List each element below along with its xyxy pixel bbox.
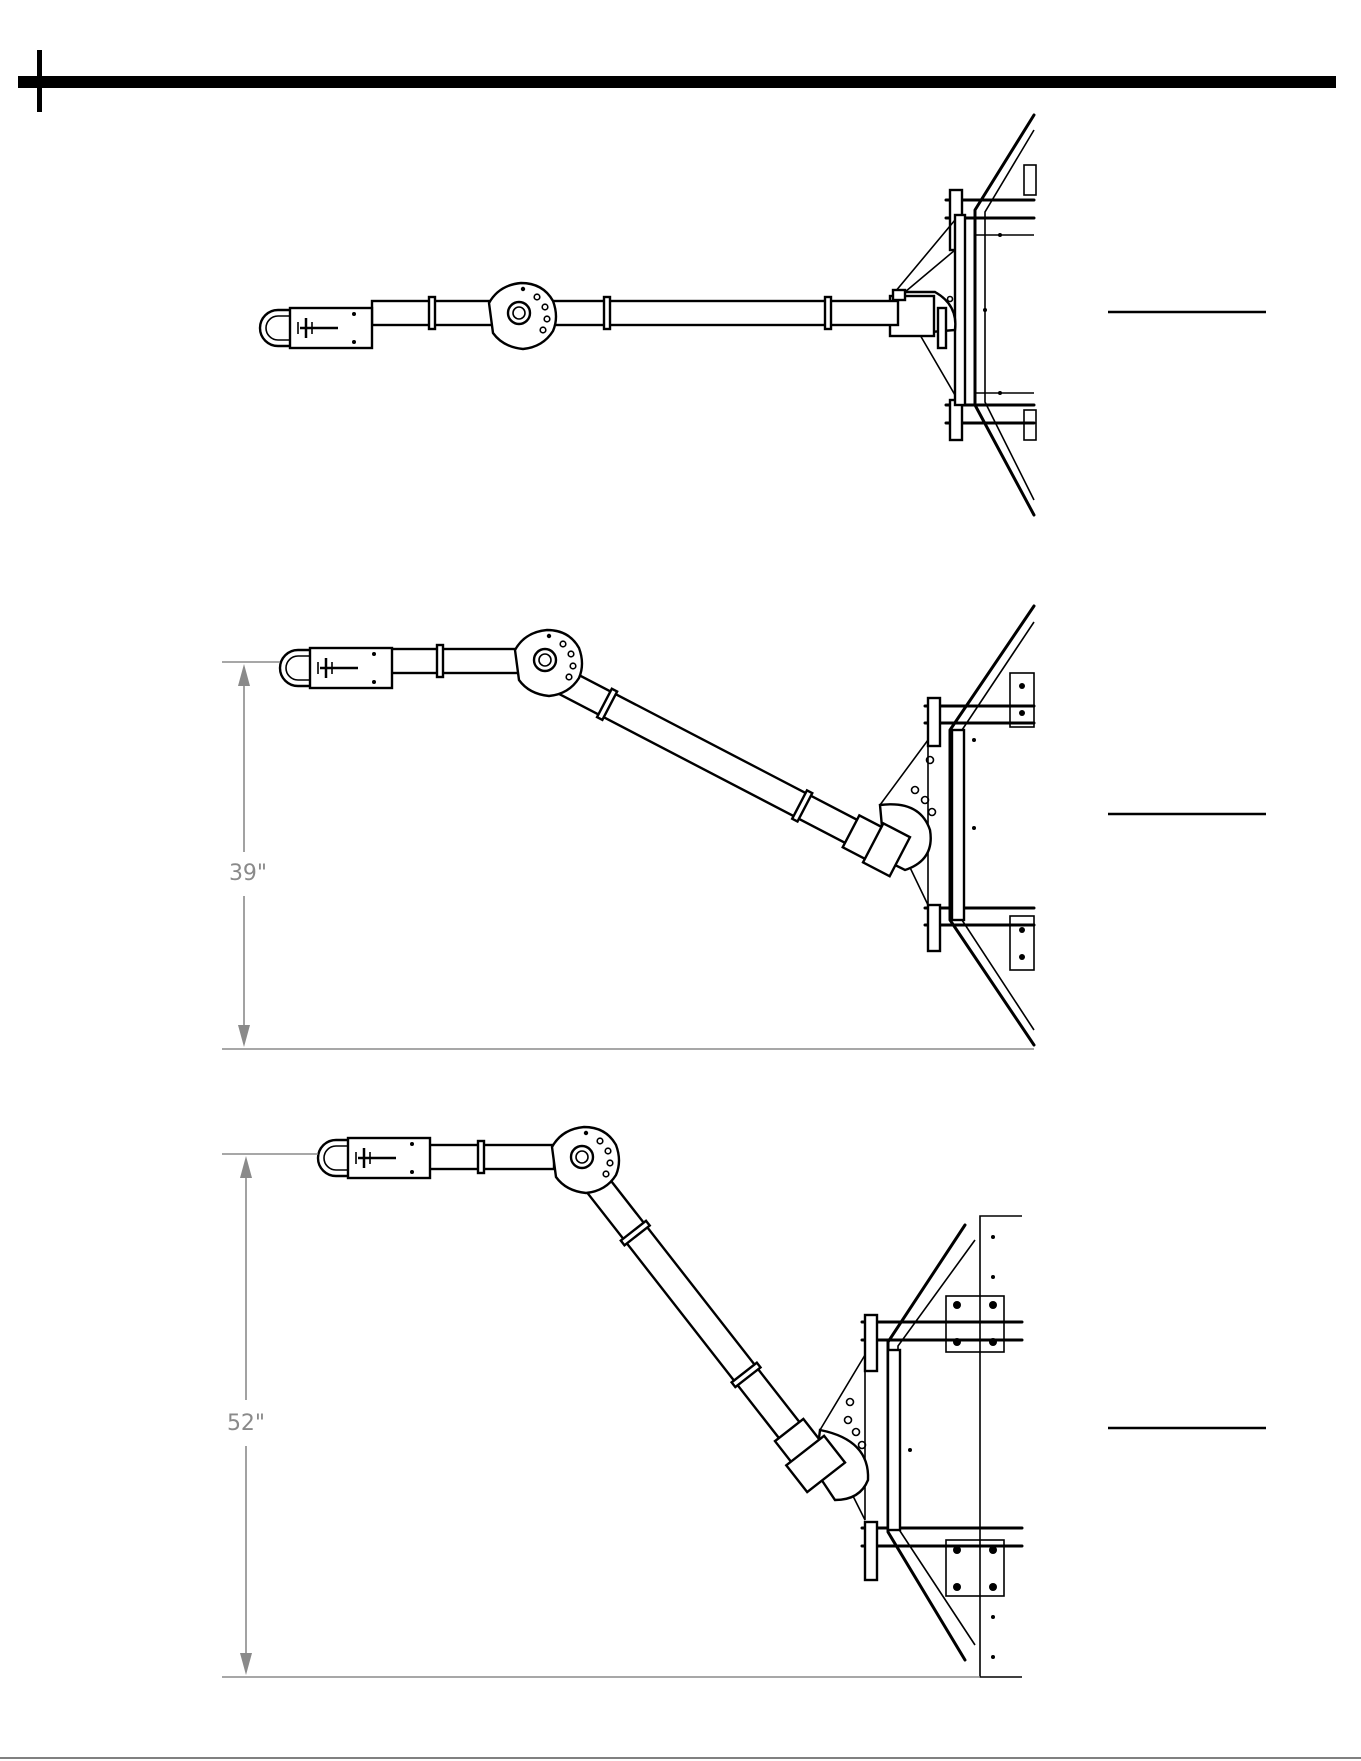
callout-lines — [1108, 312, 1266, 1428]
arm-tube — [372, 297, 898, 329]
header-rule — [18, 50, 1336, 112]
view-straight-arm — [260, 115, 1036, 515]
arm-tube — [386, 645, 910, 876]
view-angled-arm: 39" — [222, 606, 1034, 1049]
view-steep-arm: 52" — [222, 1127, 1022, 1677]
arm-tube — [424, 1141, 845, 1492]
dimension-label: 39" — [229, 861, 267, 886]
dimension-52: 52" — [222, 1154, 980, 1677]
dimension-label: 52" — [227, 1411, 265, 1436]
